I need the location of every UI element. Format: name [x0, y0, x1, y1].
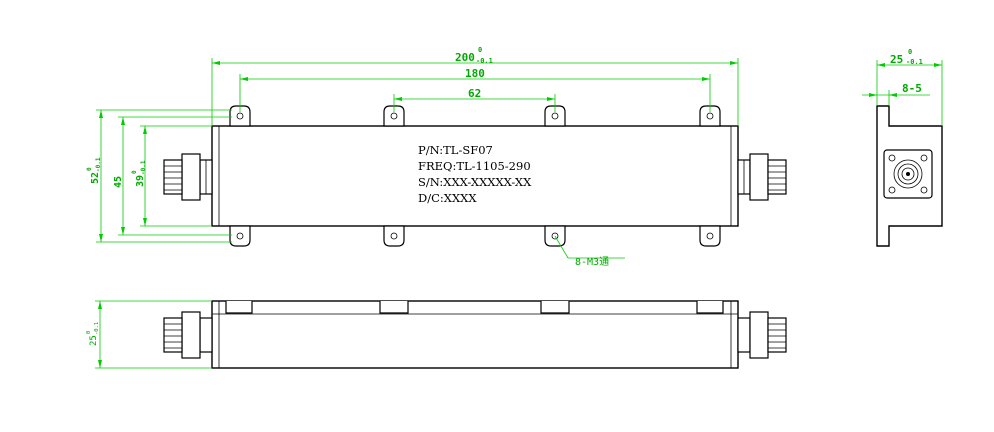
left-connector — [163, 153, 213, 201]
date-code-label: D/C:XXXX — [418, 191, 477, 205]
front-view — [163, 300, 787, 369]
front-left-connector — [163, 311, 213, 359]
svg-text:0: 0 — [86, 167, 93, 171]
mounting-tab — [544, 105, 566, 127]
dim-height-39: 39 — [135, 175, 146, 187]
top-view-dimensions: 200 0 -0.1 180 62 52 0 -0.1 — [86, 46, 739, 268]
dim-inner-hole-span: 62 — [468, 87, 481, 100]
front-view-body — [211, 300, 739, 369]
svg-text:-0.1: -0.1 — [476, 57, 493, 65]
svg-text:-0.1: -0.1 — [94, 322, 100, 335]
hole-callout: 8-M3通 — [575, 256, 609, 268]
svg-text:-0.1: -0.1 — [906, 58, 923, 66]
svg-text:0: 0 — [86, 331, 92, 334]
connector-face — [893, 159, 923, 189]
end-view-dimensions: 25 0 -0.1 8-5 — [862, 48, 943, 126]
svg-text:0: 0 — [131, 170, 138, 174]
mounting-tab — [383, 225, 405, 247]
mounting-tab — [229, 105, 251, 127]
mounting-tab — [229, 225, 251, 247]
dim-hole-span: 180 — [465, 67, 485, 80]
svg-text:-0.1: -0.1 — [95, 157, 102, 172]
mounting-tab — [699, 225, 721, 247]
svg-text:0: 0 — [478, 46, 482, 54]
dim-end-width: 25 — [890, 53, 903, 66]
mounting-tab — [383, 105, 405, 127]
dim-height-52: 52 — [90, 172, 101, 184]
dim-connector-width: 8-5 — [902, 82, 922, 95]
serial-number-label: S/N:XXX-XXXXX-XX — [418, 175, 532, 189]
mounting-tab — [699, 105, 721, 127]
frequency-label: FREQ:TL-1105-290 — [418, 159, 531, 173]
front-right-connector — [737, 311, 787, 359]
svg-text:-0.1: -0.1 — [140, 160, 147, 175]
end-view — [876, 105, 943, 247]
dim-height-45: 45 — [113, 176, 124, 188]
part-number-label: P/N:TL-SF07 — [418, 143, 493, 157]
dim-height-25: 25 — [89, 335, 99, 346]
top-view: P/N:TL-SF07 FREQ:TL-1105-290 S/N:XXX-XXX… — [163, 105, 787, 247]
dim-overall-length: 200 — [455, 51, 475, 64]
svg-text:0: 0 — [908, 48, 912, 56]
front-view-dimensions: 25 0 -0.1 — [86, 300, 212, 369]
right-connector — [737, 153, 787, 201]
